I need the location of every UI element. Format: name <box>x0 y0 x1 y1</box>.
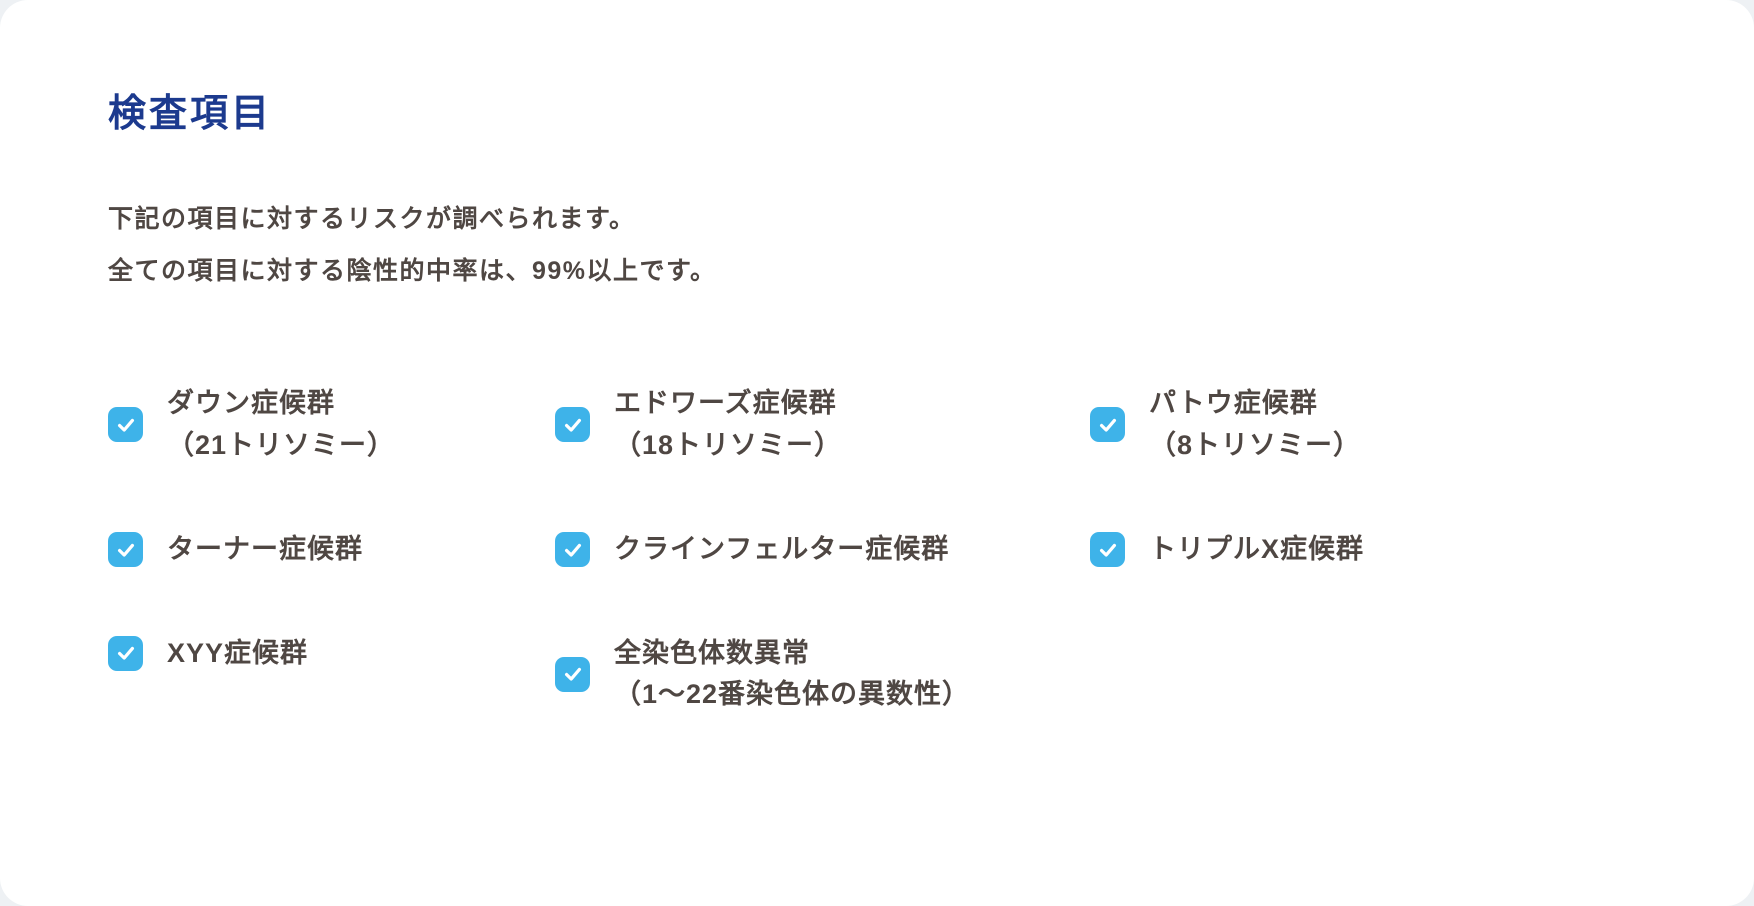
checklist-grid: ダウン症候群 （21トリソミー） ターナー症候群 <box>108 383 1646 778</box>
checklist-item-edwards-syndrome: エドワーズ症候群 （18トリソミー） <box>555 383 1090 467</box>
checklist-column-1: ダウン症候群 （21トリソミー） ターナー症候群 <box>108 383 555 778</box>
checklist-item-label: ターナー症候群 <box>167 529 363 571</box>
checkbox-checked[interactable] <box>108 532 143 568</box>
item-label-line: トリプルX症候群 <box>1149 533 1365 564</box>
checkbox-checked[interactable] <box>108 407 143 443</box>
checkmark-icon <box>1099 418 1116 432</box>
section-description: 下記の項目に対するリスクが調べられます。 全ての項目に対する陰性的中率は、99%… <box>108 193 1646 297</box>
checklist-item-label: エドワーズ症候群 （18トリソミー） <box>614 383 842 467</box>
item-label-line: （1〜22番染色体の異数性） <box>614 679 971 710</box>
checklist-item-label: クラインフェルター症候群 <box>614 529 949 571</box>
item-label-line: ダウン症候群 <box>167 388 335 418</box>
checkmark-icon <box>1099 543 1116 557</box>
checkmark-icon <box>564 418 581 432</box>
checkmark-icon <box>117 647 134 661</box>
checklist-item-label: トリプルX症候群 <box>1149 529 1364 571</box>
item-label-line: パトウ症候群 <box>1149 388 1318 418</box>
checkbox-checked[interactable] <box>108 635 143 671</box>
checklist-item-label: 全染色体数異常 （1〜22番染色体の異数性） <box>614 633 970 717</box>
checklist-column-3: パトウ症候群 （8トリソミー） トリプルX症候群 <box>1090 383 1646 778</box>
item-label-line: クラインフェルター症候群 <box>614 533 950 564</box>
checkbox-checked[interactable] <box>555 407 590 443</box>
checklist-item-xyy-syndrome: XYY症候群 <box>108 633 555 675</box>
checkmark-icon <box>564 543 581 557</box>
checkbox-checked[interactable] <box>1090 407 1125 443</box>
checklist-item-down-syndrome: ダウン症候群 （21トリソミー） <box>108 383 555 467</box>
item-label-line: （8トリソミー） <box>1149 429 1362 460</box>
checklist-item-label: ダウン症候群 （21トリソミー） <box>167 383 395 467</box>
checklist-item-klinefelter-syndrome: クラインフェルター症候群 <box>555 529 1090 571</box>
checkmark-icon <box>117 418 134 432</box>
checklist-item-triple-x-syndrome: トリプルX症候群 <box>1090 529 1646 571</box>
checkmark-icon <box>564 668 581 682</box>
checklist-item-all-chromosome-aneuploidy: 全染色体数異常 （1〜22番染色体の異数性） <box>555 633 1090 717</box>
checklist-item-turner-syndrome: ターナー症候群 <box>108 529 555 571</box>
checklist-column-2: エドワーズ症候群 （18トリソミー） クラインフェルター症候群 <box>555 383 1090 778</box>
item-label-line: エドワーズ症候群 <box>614 388 837 418</box>
checkmark-icon <box>117 543 134 557</box>
item-label-line: （18トリソミー） <box>614 429 843 460</box>
item-label-line: ターナー症候群 <box>167 533 363 564</box>
checklist-item-patau-syndrome: パトウ症候群 （8トリソミー） <box>1090 383 1646 467</box>
item-label-line: XYY症候群 <box>167 637 309 668</box>
checklist-item-label: パトウ症候群 （8トリソミー） <box>1149 383 1361 467</box>
checklist-item-label: XYY症候群 <box>167 633 308 675</box>
item-label-line: 全染色体数異常 <box>614 637 810 668</box>
description-line: 下記の項目に対するリスクが調べられます。 <box>108 205 636 233</box>
checkbox-checked[interactable] <box>1090 532 1125 568</box>
item-label-line: （21トリソミー） <box>167 429 396 460</box>
checkbox-checked[interactable] <box>555 532 590 568</box>
section-title: 検査項目 <box>108 93 273 135</box>
description-line: 全ての項目に対する陰性的中率は、99%以上です。 <box>108 257 717 285</box>
checkbox-checked[interactable] <box>555 656 590 692</box>
